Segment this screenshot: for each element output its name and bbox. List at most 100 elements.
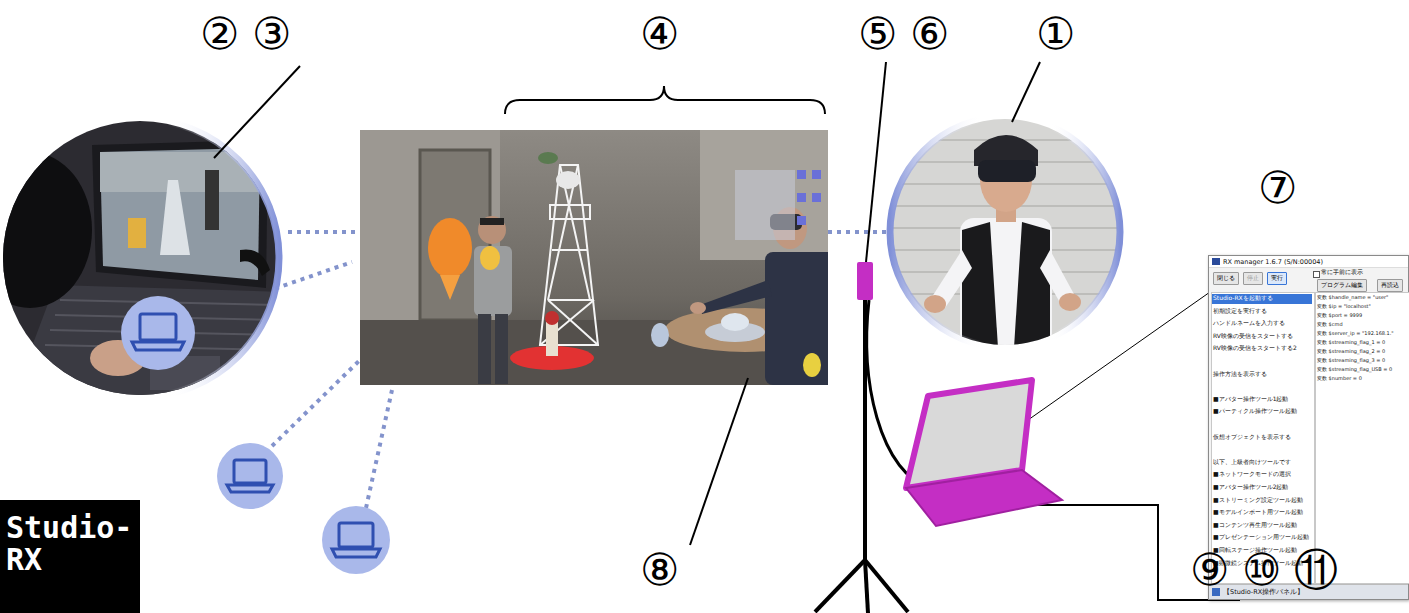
leader-line: [214, 66, 300, 158]
menu-item: 操作方法を表示する: [1213, 371, 1267, 378]
window-button: 再読込: [1377, 279, 1403, 292]
right-wall: [700, 130, 828, 260]
virtual-bird: [556, 171, 580, 189]
menu-item: ■アバター操作ツール2起動: [1213, 484, 1289, 491]
logo-box: Studio- RX: [0, 500, 140, 613]
menu-button: [812, 193, 821, 202]
hololens-visor: [978, 160, 1036, 182]
code-line: 変数 $number = 0: [1317, 376, 1362, 382]
laptop-icon: [332, 549, 380, 557]
person-body: [765, 252, 828, 385]
menu-item: RV映像の受信をスタートする2: [1213, 345, 1297, 352]
dotted-link: [828, 230, 892, 234]
callout-number: ⑧: [640, 548, 679, 592]
code-line: 変数 $streaming_flag_3 = 0: [1317, 358, 1385, 364]
avatar-head: [545, 311, 559, 325]
menu-item: 初期設定を実行する: [1213, 308, 1267, 315]
code-line: 変数 $ip = "localhost": [1317, 304, 1371, 310]
callout-number: ②: [200, 12, 239, 56]
headphones: [240, 249, 270, 276]
callout-number: ⑤: [858, 12, 897, 56]
tripod-leg: [865, 560, 868, 613]
callout-number: ①: [1036, 12, 1075, 56]
code-line: 変数 $cmd: [1317, 322, 1343, 328]
person-leg: [478, 314, 491, 384]
bracket: [505, 86, 825, 114]
client-laptops: [121, 296, 390, 574]
menu-button: [797, 193, 806, 202]
window-button: 閉じる: [1213, 272, 1239, 285]
menu-item: ■アバター操作ツール1起動: [1213, 396, 1289, 403]
code-line: 変数 $port = 9999: [1317, 313, 1362, 319]
menu-button: [797, 170, 806, 179]
laptop-icon-circle: [121, 296, 195, 370]
screen-tower: [160, 180, 190, 255]
depth-camera: [857, 262, 873, 300]
virtual-menu: [735, 170, 795, 240]
code-line: 変数 $streaming_flag_1 = 0: [1317, 340, 1385, 346]
callout-number: ⑩: [1242, 548, 1281, 592]
leader-lines: [214, 62, 1240, 600]
menu-item: ■コンテンツ再生用ツール起動: [1213, 522, 1297, 529]
callout-number: ⑥: [910, 12, 949, 56]
room: [360, 130, 828, 385]
menu-button: [797, 216, 806, 225]
leader-line: [1012, 62, 1040, 122]
dotted-link: [288, 230, 360, 234]
virtual-fish: [428, 218, 472, 278]
control-laptop: [906, 380, 1062, 526]
menu-item: ■ストリーミング設定ツール起動: [1213, 497, 1303, 504]
photo-rim: [1, 119, 279, 397]
person-body: [474, 246, 512, 316]
callout-number: ⑨: [1190, 548, 1229, 592]
tower-brace: [552, 249, 588, 251]
person-head: [0, 152, 92, 308]
person-arm: [700, 280, 772, 314]
code-line: 変数 $streaming_flag_USB = 0: [1317, 367, 1392, 373]
operator-photo: [0, 118, 285, 405]
laptop-icon: [140, 314, 176, 340]
tripod-pole: [863, 300, 867, 560]
person-leg: [495, 314, 508, 384]
person-glasses: [480, 218, 504, 225]
virtual-object: [538, 152, 558, 164]
dotted-link: [366, 390, 392, 508]
menu-item: ハンドルネームを入力する: [1213, 320, 1285, 327]
menu-item: 以下、上級者向けツールです: [1213, 459, 1291, 466]
screen-person: [205, 170, 219, 230]
code-line: 変数 $server_ip = "192.168.1.": [1317, 331, 1394, 337]
window-title: RX manager 1.6.7 (S/N:00004): [1223, 258, 1323, 266]
laptop-icon: [339, 523, 373, 547]
avatar-body: [546, 322, 558, 356]
black-vest: [1014, 222, 1050, 348]
tripod-leg: [815, 560, 865, 612]
menu-button: [812, 170, 821, 179]
photo-rim: [890, 117, 1120, 347]
menu-item: ■プレゼンテーション用ツール起動: [1213, 534, 1309, 541]
tripod-leg: [865, 560, 908, 612]
dotted-link: [272, 358, 362, 446]
hololens-photo: [890, 118, 1120, 348]
laptop-base: [906, 470, 1062, 526]
window-button: プログラム編集: [1317, 279, 1367, 292]
brick-wall: [890, 118, 1120, 348]
screen-object: [128, 218, 146, 248]
laptop-icon-circle: [322, 506, 390, 574]
window-button: 実行: [1267, 272, 1287, 285]
black-vest: [962, 222, 998, 348]
checkbox: [1313, 271, 1320, 278]
laptop-icon: [132, 342, 184, 350]
menu-item: ■ネットワークモードの選択: [1213, 471, 1291, 478]
leader-line: [866, 62, 886, 262]
checkbox-label: 常に手前に表示: [1321, 269, 1363, 276]
person-head: [478, 216, 506, 244]
tower-brace: [548, 299, 594, 301]
laptop-icon: [227, 485, 273, 492]
virtual-toy: [803, 353, 821, 377]
ufo-dome: [721, 313, 749, 331]
white-shirt: [960, 218, 1052, 348]
hand: [690, 302, 706, 314]
virtual-tower: [540, 165, 598, 345]
